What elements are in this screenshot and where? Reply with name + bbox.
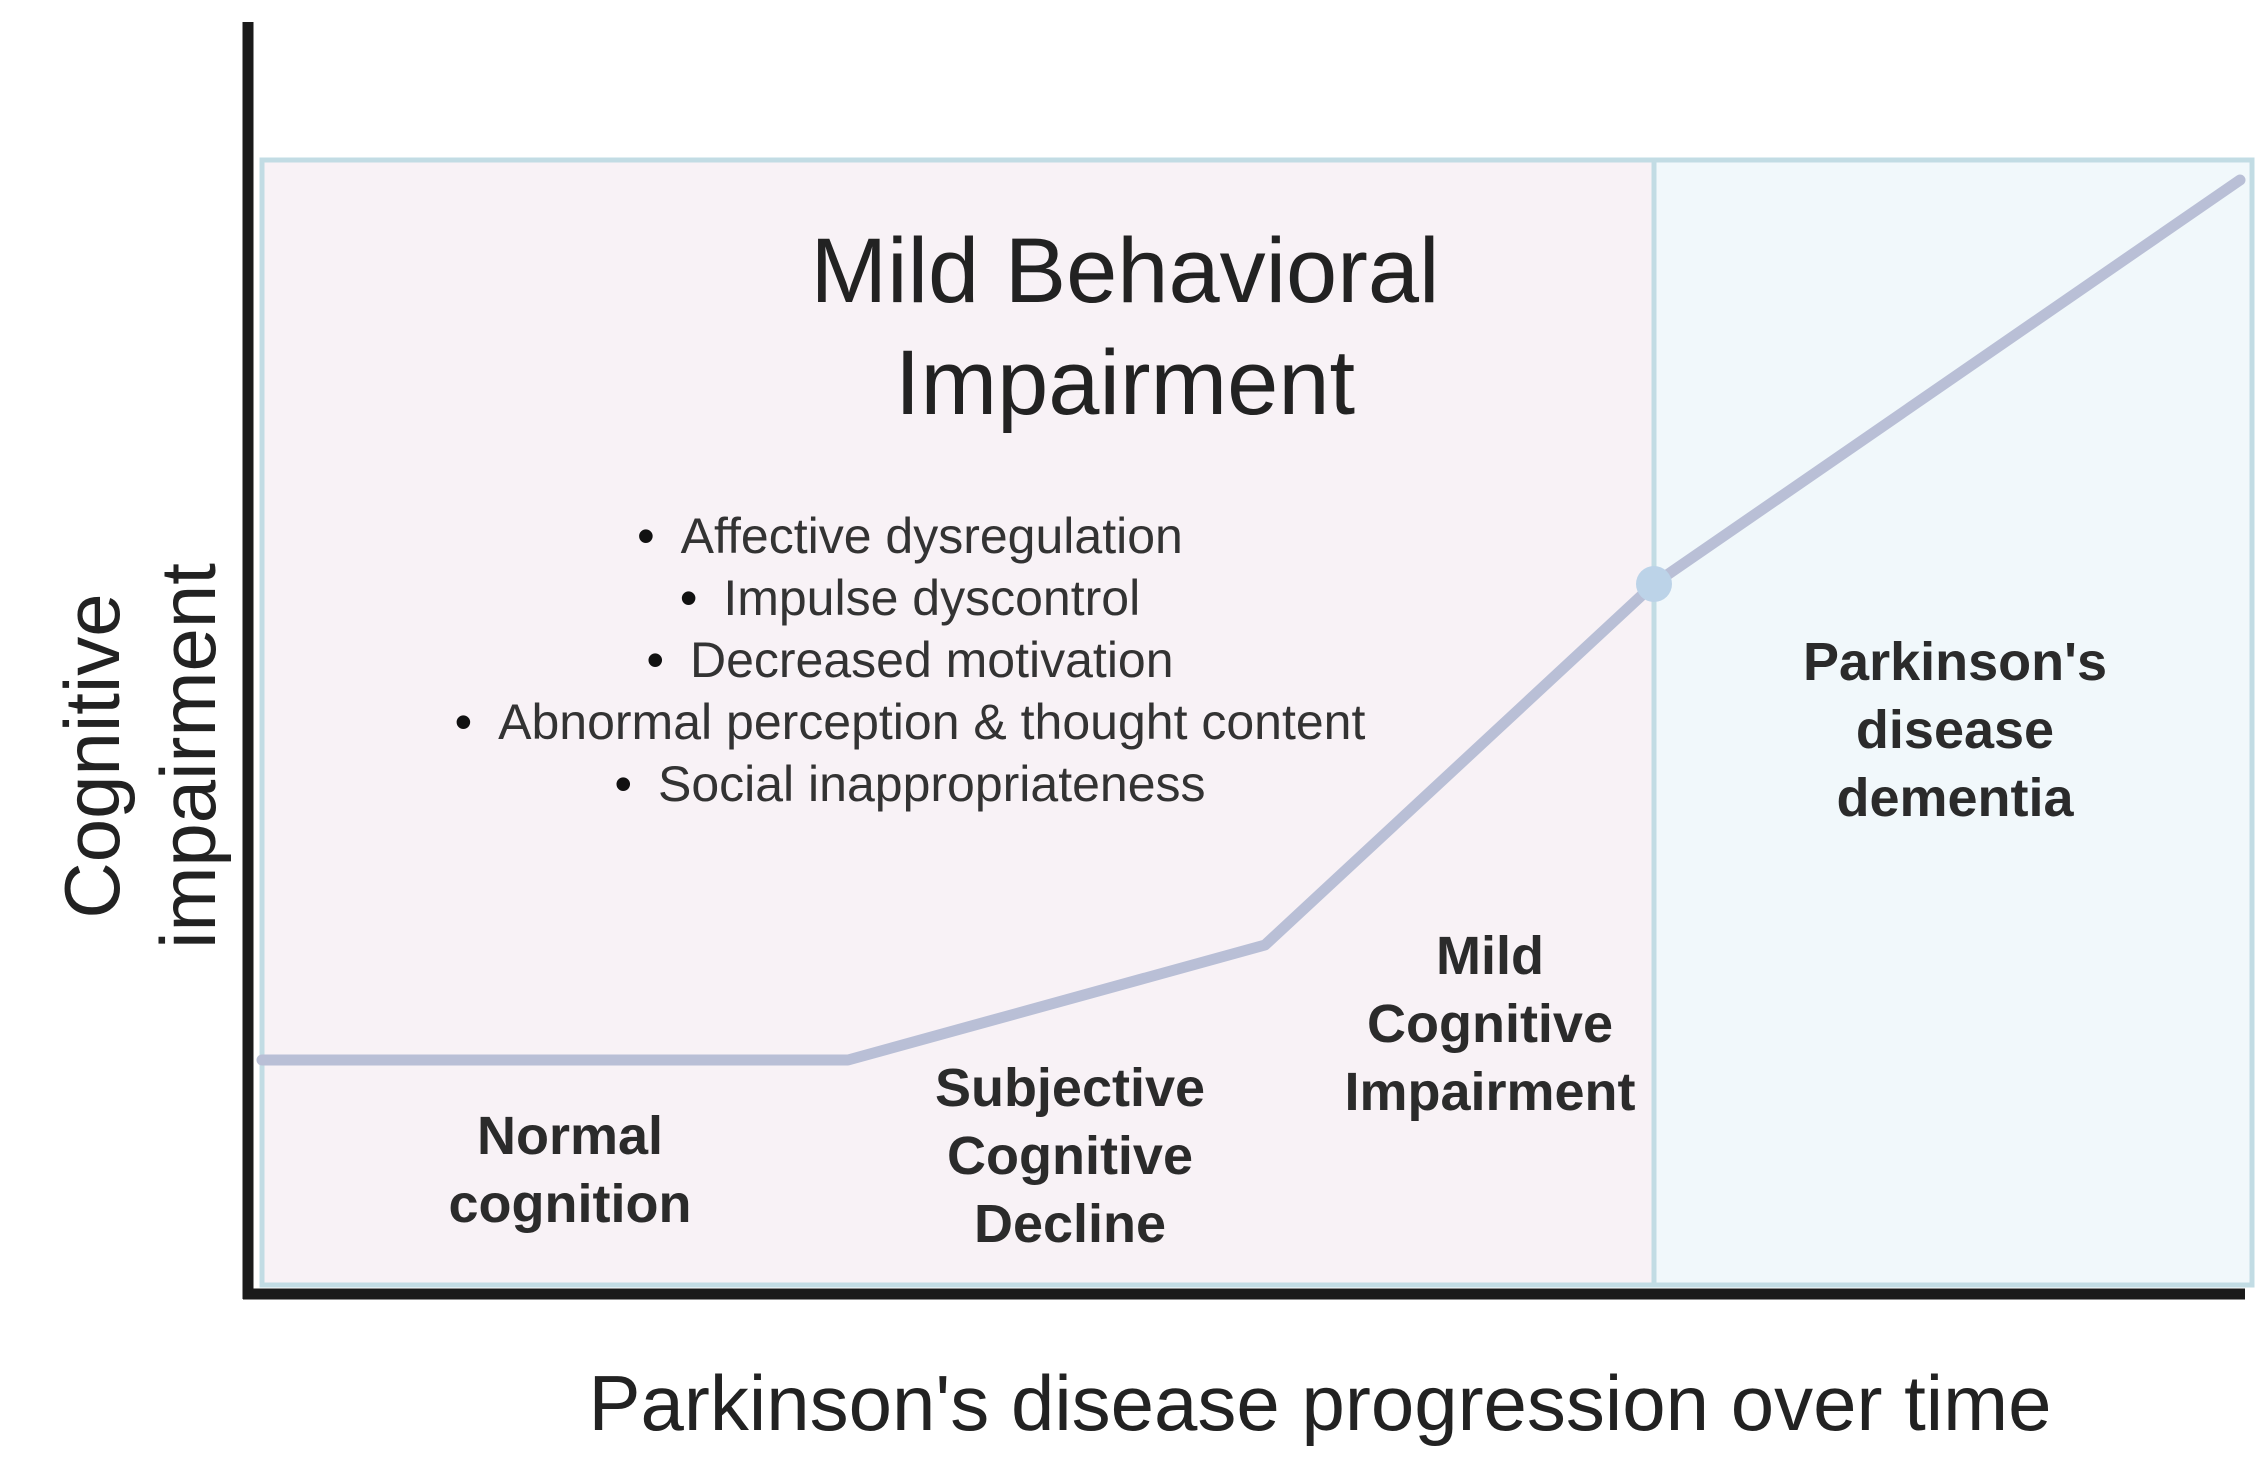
pdd-label: Parkinson's disease dementia (1700, 628, 2210, 832)
progression-curve (256, 174, 2246, 1066)
list-item: Abnormal perception & thought content (260, 691, 1560, 753)
x-axis-label: Parkinson's disease progression over tim… (588, 1359, 2052, 1447)
y-axis-label: Cognitive impairment (44, 406, 236, 1106)
list-item: Impulse dyscontrol (260, 567, 1560, 629)
y-axis-label-line2: impairment (144, 563, 232, 949)
mci-label-line2: Cognitive (1366, 994, 1613, 1054)
normal-label-line1: Normal (476, 1106, 664, 1166)
mbi-symptom-list: Affective dysregulation Impulse dyscontr… (260, 505, 1560, 815)
list-item: Decreased motivation (260, 629, 1560, 691)
transition-marker (1636, 566, 1672, 602)
pdd-label-line1: Parkinson's (1803, 632, 2107, 692)
mbi-title-line2: Impairment (894, 332, 1356, 434)
normal-label-line2: cognition (448, 1174, 692, 1234)
mbi-title: Mild Behavioral Impairment (560, 215, 1690, 439)
scd-label: Subjective Cognitive Decline (870, 1054, 1270, 1258)
list-item: Social inappropriateness (260, 753, 1560, 815)
scd-label-line2: Cognitive (946, 1126, 1193, 1186)
pdd-region (1651, 157, 2255, 1288)
mci-label-line3: Impairment (1344, 1062, 1636, 1122)
pdd-label-line3: dementia (1836, 768, 2074, 828)
list-item: Affective dysregulation (260, 505, 1560, 567)
mci-label: Mild Cognitive Impairment (1280, 922, 1700, 1126)
mbi-title-line1: Mild Behavioral (810, 220, 1440, 322)
pdd-label-line2: disease (1855, 700, 2055, 760)
mci-label-line1: Mild (1436, 926, 1544, 986)
scd-label-line1: Subjective (934, 1058, 1206, 1118)
y-axis-label-line1: Cognitive (48, 593, 136, 919)
scd-label-line3: Decline (973, 1194, 1167, 1254)
normal-cognition-label: Normal cognition (380, 1102, 760, 1238)
